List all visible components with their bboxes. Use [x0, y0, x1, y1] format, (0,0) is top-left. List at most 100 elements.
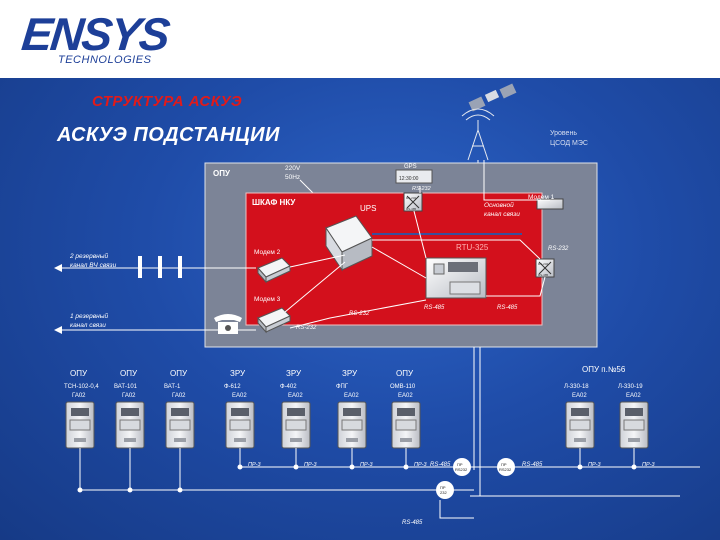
meter-name: Л-330-19 [618, 384, 643, 390]
meter-name: Л-330-18 [564, 384, 589, 390]
rtu-rs485-label-b: RS-485 [497, 305, 518, 311]
modem3-rs232-label: RS-232 [296, 325, 317, 331]
meter-panel [623, 419, 645, 431]
modem2-label: Модем 2 [254, 249, 281, 256]
meter-type: ЕА02 [626, 393, 641, 399]
hf-coils-icon [138, 256, 182, 278]
hf-channel-2: канал ВЧ связи [70, 262, 117, 269]
telephone-icon [214, 314, 242, 334]
meter-port [74, 438, 86, 442]
ups-device [325, 215, 373, 272]
meter-group-label: ОПУ [120, 369, 138, 378]
meter-panel [341, 419, 363, 431]
meter-name: ТСН-102-0,4 [64, 384, 99, 390]
modem1-device [536, 198, 564, 210]
converter-a-l2: RS-485 [406, 207, 417, 211]
converter-b-l1: RS-232 [538, 262, 549, 266]
meter-panel [69, 419, 91, 431]
rtu-rs485-label-a: RS-485 [424, 305, 445, 311]
logo-tagline: TECHNOLOGIES [58, 54, 152, 66]
meter-name: ОМВ-110 [390, 384, 416, 390]
svg-text:ПР: ПР [440, 485, 446, 490]
meter-port [290, 438, 302, 442]
hub-3: ПР 232 [436, 481, 454, 499]
meter-panel [285, 419, 307, 431]
meter-display [571, 408, 589, 416]
meter-port [574, 438, 586, 442]
meter-name: Ф-612 [224, 384, 241, 390]
modem2-device [257, 257, 291, 284]
antenna-icon [461, 108, 495, 161]
meter-panel [119, 419, 141, 431]
modem1-label: Модем 1 [528, 194, 555, 201]
hub-2: ПР RS232 [497, 458, 515, 476]
meter-port [400, 438, 412, 442]
modem1-rs232-label: RS-232 [548, 246, 569, 252]
svg-text:RS232: RS232 [499, 467, 512, 472]
meter-display [397, 408, 415, 416]
meter-name: ФПГ [336, 384, 349, 390]
hf-channel-1: 2 резервный [69, 252, 109, 260]
gps-device [395, 169, 433, 184]
svg-text:ПР: ПР [501, 462, 507, 467]
meter-display [71, 408, 89, 416]
meter-display [231, 408, 249, 416]
satellite-icon [468, 83, 517, 112]
gps-rs232-label: RS-232 [412, 186, 431, 192]
bus-rs485-label-3: RS-485 [402, 520, 423, 526]
svg-text:232: 232 [440, 490, 447, 495]
meter-type: ЕА02 [344, 393, 359, 399]
meter-type: ЕА02 [398, 393, 413, 399]
meter-group-label: ОПУ [170, 369, 188, 378]
meter-panel [169, 419, 191, 431]
header-band: ENSYS TECHNOLOGIES [0, 0, 720, 78]
pr-label: ПР-3 [414, 462, 427, 468]
modem3-label: Модем 3 [254, 296, 281, 303]
level-label-2: ЦСОД МЭС [550, 140, 588, 147]
slide-subtitle: АСКУЭ ПОДСТАНЦИИ [57, 124, 280, 146]
meter-type: ЕА02 [232, 393, 247, 399]
rtu-label: RTU-325 [456, 243, 489, 252]
pr-label: ПР-3 [642, 462, 655, 468]
meter-group-label: ЗРУ [286, 369, 302, 378]
slide-title: СТРУКТУРА АСКУЭ [92, 93, 243, 110]
hub-1: ПР RS232 [453, 458, 471, 476]
svg-text:RS232: RS232 [455, 467, 468, 472]
meter-port [174, 438, 186, 442]
main-channel-1: Основной [484, 201, 514, 209]
meter-display [287, 408, 305, 416]
gps-display: 12:30:00 [399, 176, 419, 182]
bus-rs485-label-1: RS-485 [430, 462, 451, 468]
opu56-label: ОПУ п.№56 [582, 365, 626, 374]
modem3-device [257, 307, 291, 334]
meter-group-label: ЗРУ [342, 369, 358, 378]
ups-label: UPS [360, 204, 376, 213]
meter-group-label: ОПУ [396, 369, 414, 378]
bus-rs485-label-2: RS-485 [522, 462, 543, 468]
meter-row: ОПУТСН-102-0,4ГА02ОПУВАТ-101ГА02ОПУВАТ-1… [64, 369, 655, 493]
gps-label: GPS [404, 164, 417, 170]
meter-port [346, 438, 358, 442]
meter-name: Ф-402 [280, 384, 297, 390]
tel-channel-1: 1 резервный [70, 312, 109, 320]
level-label-1: Уровень [550, 130, 577, 137]
meter-group-label: ЗРУ [230, 369, 246, 378]
meter-port [124, 438, 136, 442]
meter-display [343, 408, 361, 416]
meter-name: ВАТ-1 [164, 384, 181, 390]
main-channel-2: канал связи [484, 211, 520, 218]
ensys-logo: ENSYS TECHNOLOGIES [19, 8, 170, 68]
rtu-rs232-label: RS-232 [349, 311, 370, 317]
meter-group-label: ОПУ [70, 369, 88, 378]
meter-type: ЕА02 [288, 393, 303, 399]
meter-port [628, 438, 640, 442]
meter-port [234, 438, 246, 442]
cabinet-label: ШКАФ НКУ [252, 198, 296, 207]
